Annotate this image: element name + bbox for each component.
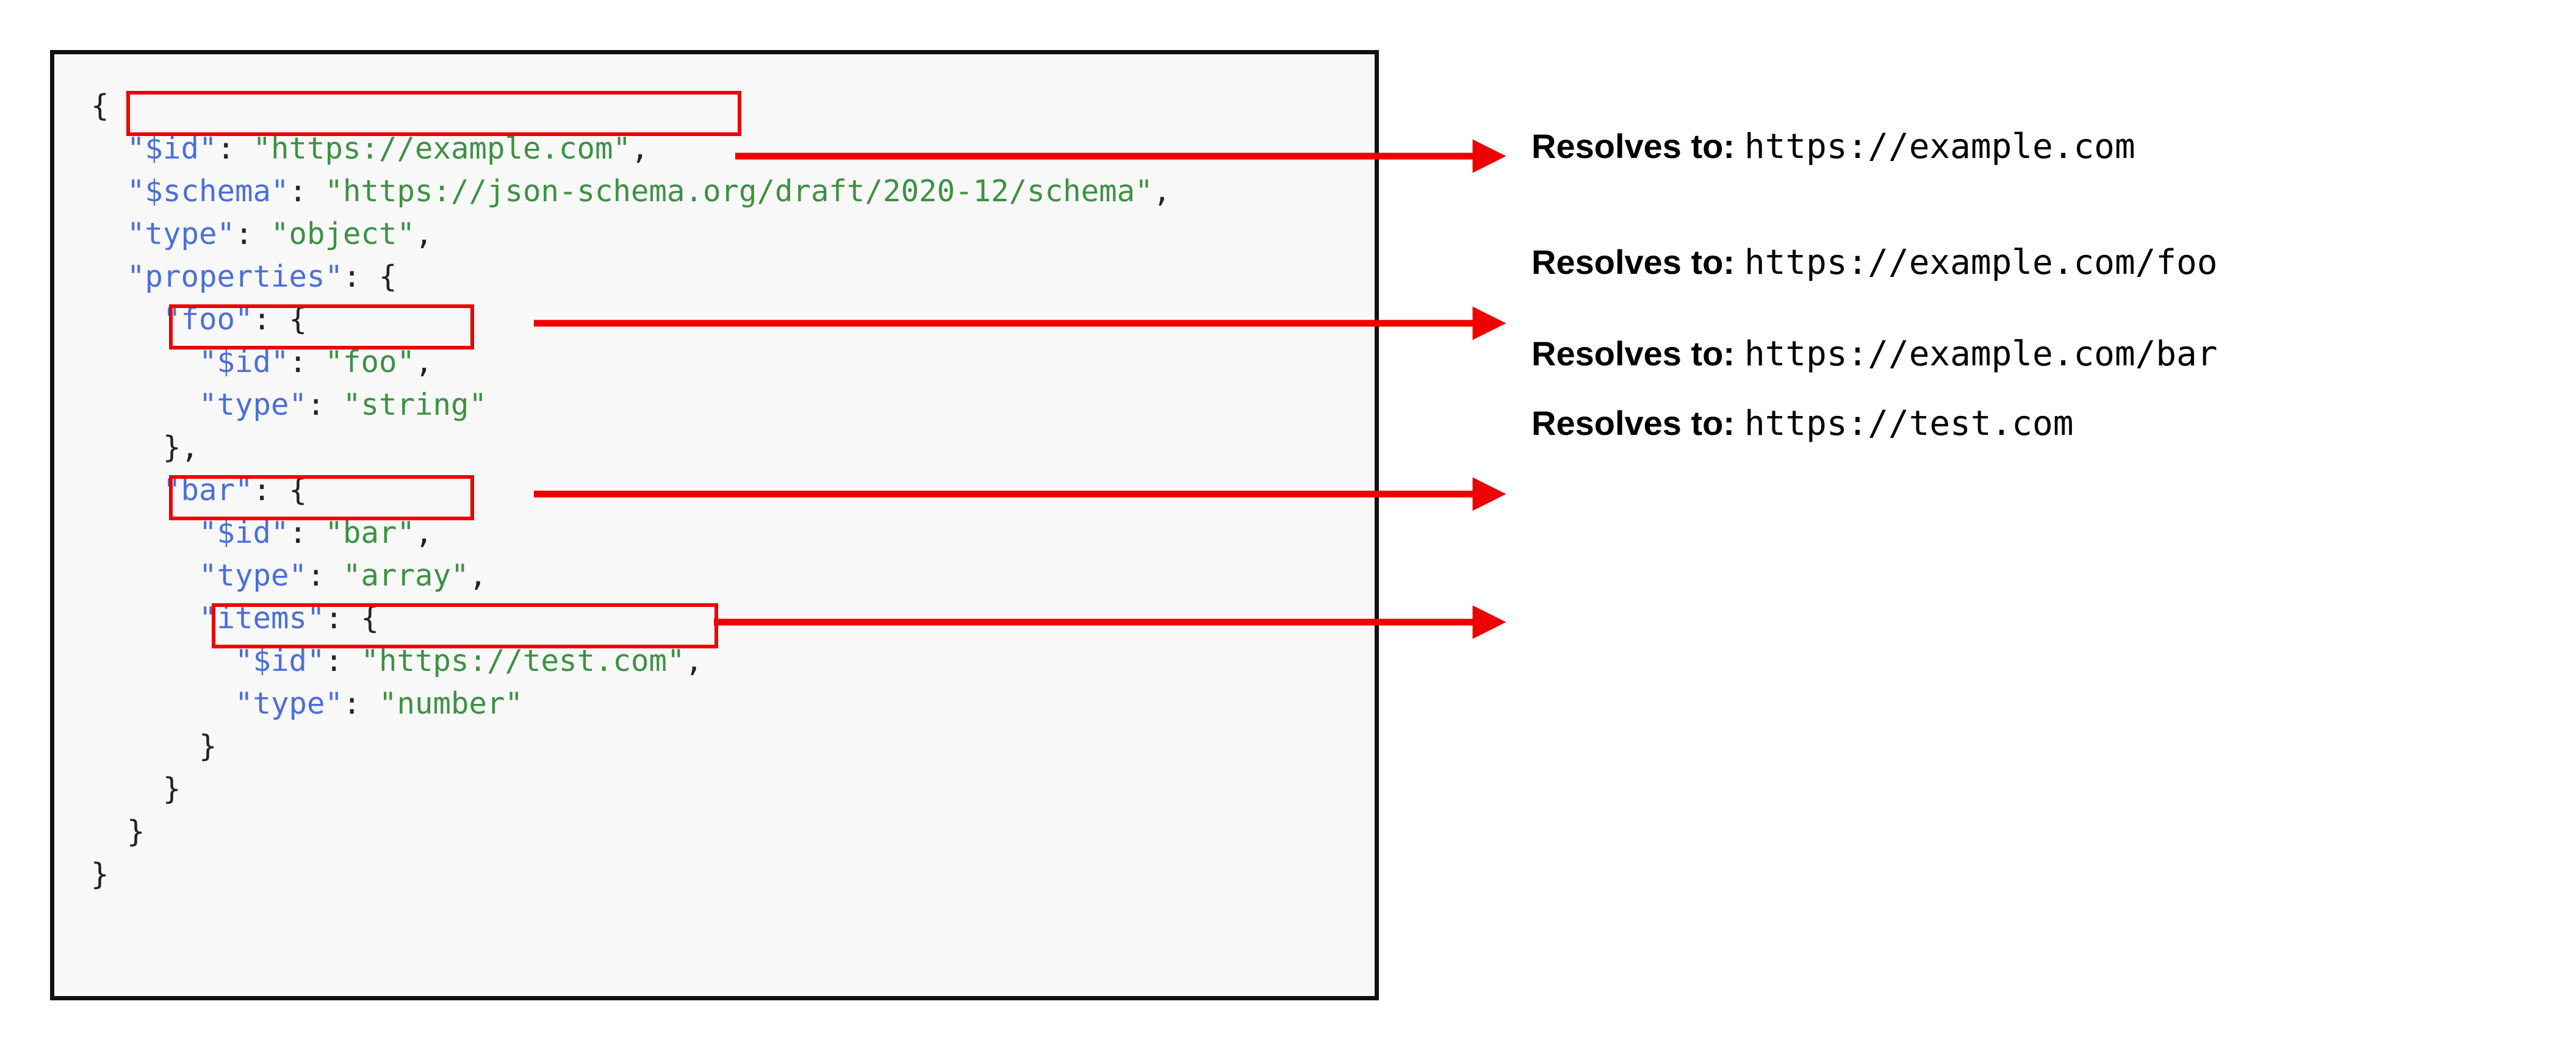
annotation-url: https://example.com xyxy=(1744,127,2135,167)
code-line: "bar": { xyxy=(91,469,1171,512)
code-token-punct: : { xyxy=(253,302,308,337)
code-token-str: "number" xyxy=(379,686,523,721)
annotation-label: Resolves to: xyxy=(1531,334,1735,373)
code-token-punct: , xyxy=(1153,174,1171,209)
annotation-items-id: Resolves to:https://test.com xyxy=(1531,406,2073,441)
annotation-label: Resolves to: xyxy=(1531,127,1735,165)
code-panel: { "$id": "https://example.com", "$schema… xyxy=(50,50,1379,1000)
code-token-punct: : xyxy=(235,217,272,251)
code-indent xyxy=(91,302,163,337)
annotation-url: https://example.com/bar xyxy=(1744,334,2218,374)
code-token-key: "type" xyxy=(235,686,344,721)
code-indent xyxy=(91,558,199,593)
code-token-punct: : xyxy=(289,345,325,379)
code-token-punct: : { xyxy=(325,601,380,636)
code-token-str: "https://test.com" xyxy=(361,643,685,678)
code-token-punct: : { xyxy=(253,473,308,507)
code-line: "foo": { xyxy=(91,298,1171,341)
code-line: } xyxy=(91,853,1171,896)
code-token-punct: : xyxy=(325,643,361,678)
code-token-str: "object" xyxy=(271,217,416,251)
annotation-bar-id: Resolves to:https://example.com/bar xyxy=(1531,337,2217,371)
code-token-key: "type" xyxy=(199,558,308,593)
code-indent xyxy=(91,686,235,721)
code-token-punct: : xyxy=(289,174,325,209)
code-token-punct: { xyxy=(91,88,109,123)
code-indent xyxy=(91,729,199,764)
code-token-str: "foo" xyxy=(325,345,416,379)
annotation-label: Resolves to: xyxy=(1531,404,1735,442)
code-indent xyxy=(91,515,199,550)
code-token-punct: , xyxy=(469,558,487,593)
code-indent xyxy=(91,643,235,678)
code-indent xyxy=(91,345,199,379)
code-line: "properties": { xyxy=(91,256,1171,298)
code-indent xyxy=(91,430,163,465)
code-indent xyxy=(91,772,163,806)
code-line: "$id": "https://example.com", xyxy=(91,127,1171,170)
code-indent xyxy=(91,601,199,636)
code-line: "$schema": "https://json-schema.org/draf… xyxy=(91,170,1171,213)
code-indent xyxy=(91,259,127,294)
code-line: "items": { xyxy=(91,597,1171,640)
annotation-foo-id: Resolves to:https://example.com/foo xyxy=(1531,245,2217,280)
code-token-key: "$schema" xyxy=(127,174,289,209)
annotation-url: https://test.com xyxy=(1744,404,2074,443)
code-line: } xyxy=(91,811,1171,853)
annotation-label: Resolves to: xyxy=(1531,243,1735,281)
code-token-punct: , xyxy=(415,217,433,251)
code-token-key: "items" xyxy=(199,601,325,636)
code-token-punct: }, xyxy=(163,430,200,465)
code-token-key: "$id" xyxy=(199,345,289,379)
code-line: "type": "string" xyxy=(91,384,1171,426)
code-token-key: "$id" xyxy=(127,131,217,166)
code-token-punct: : xyxy=(307,387,344,422)
code-token-punct: , xyxy=(415,345,433,379)
code-line: "type": "array", xyxy=(91,554,1171,597)
code-token-key: "foo" xyxy=(163,302,253,337)
code-token-punct: } xyxy=(163,772,181,806)
annotation-root-id: Resolves to:https://example.com xyxy=(1531,129,2135,164)
code-token-key: "type" xyxy=(127,217,236,251)
code-token-key: "type" xyxy=(199,387,308,422)
code-indent xyxy=(91,814,127,849)
code-token-punct: , xyxy=(415,515,433,550)
code-line: "$id": "foo", xyxy=(91,341,1171,384)
code-token-key: "properties" xyxy=(127,259,344,294)
code-line: } xyxy=(91,768,1171,811)
code-line: } xyxy=(91,725,1171,768)
code-token-str: "bar" xyxy=(325,515,416,550)
code-token-punct: : xyxy=(217,131,253,166)
code-token-key: "bar" xyxy=(163,473,253,507)
code-token-punct: } xyxy=(91,857,109,892)
code-token-punct: : xyxy=(307,558,344,593)
code-indent xyxy=(91,131,127,166)
code-indent xyxy=(91,174,127,209)
code-line: "$id": "bar", xyxy=(91,512,1171,554)
code-token-punct: : xyxy=(289,515,325,550)
json-code-block: { "$id": "https://example.com", "$schema… xyxy=(91,85,1171,896)
code-line: { xyxy=(91,85,1171,127)
code-token-key: "$id" xyxy=(199,515,289,550)
code-token-punct: , xyxy=(631,131,649,166)
code-token-str: "https://example.com" xyxy=(253,131,631,166)
code-token-punct: : xyxy=(343,686,380,721)
code-line: "type": "object", xyxy=(91,213,1171,256)
code-indent xyxy=(91,473,163,507)
code-token-str: "https://json-schema.org/draft/2020-12/s… xyxy=(325,174,1153,209)
code-line: }, xyxy=(91,426,1171,469)
code-token-punct: } xyxy=(127,814,145,849)
code-indent xyxy=(91,387,199,422)
code-token-punct: } xyxy=(199,729,217,764)
code-token-str: "string" xyxy=(343,387,487,422)
code-indent xyxy=(91,217,127,251)
code-line: "type": "number" xyxy=(91,683,1171,725)
code-line: "$id": "https://test.com", xyxy=(91,640,1171,683)
code-token-punct: : { xyxy=(343,259,397,294)
annotation-url: https://example.com/foo xyxy=(1744,243,2218,282)
code-token-str: "array" xyxy=(343,558,469,593)
code-token-punct: , xyxy=(685,643,703,678)
code-token-key: "$id" xyxy=(235,643,325,678)
